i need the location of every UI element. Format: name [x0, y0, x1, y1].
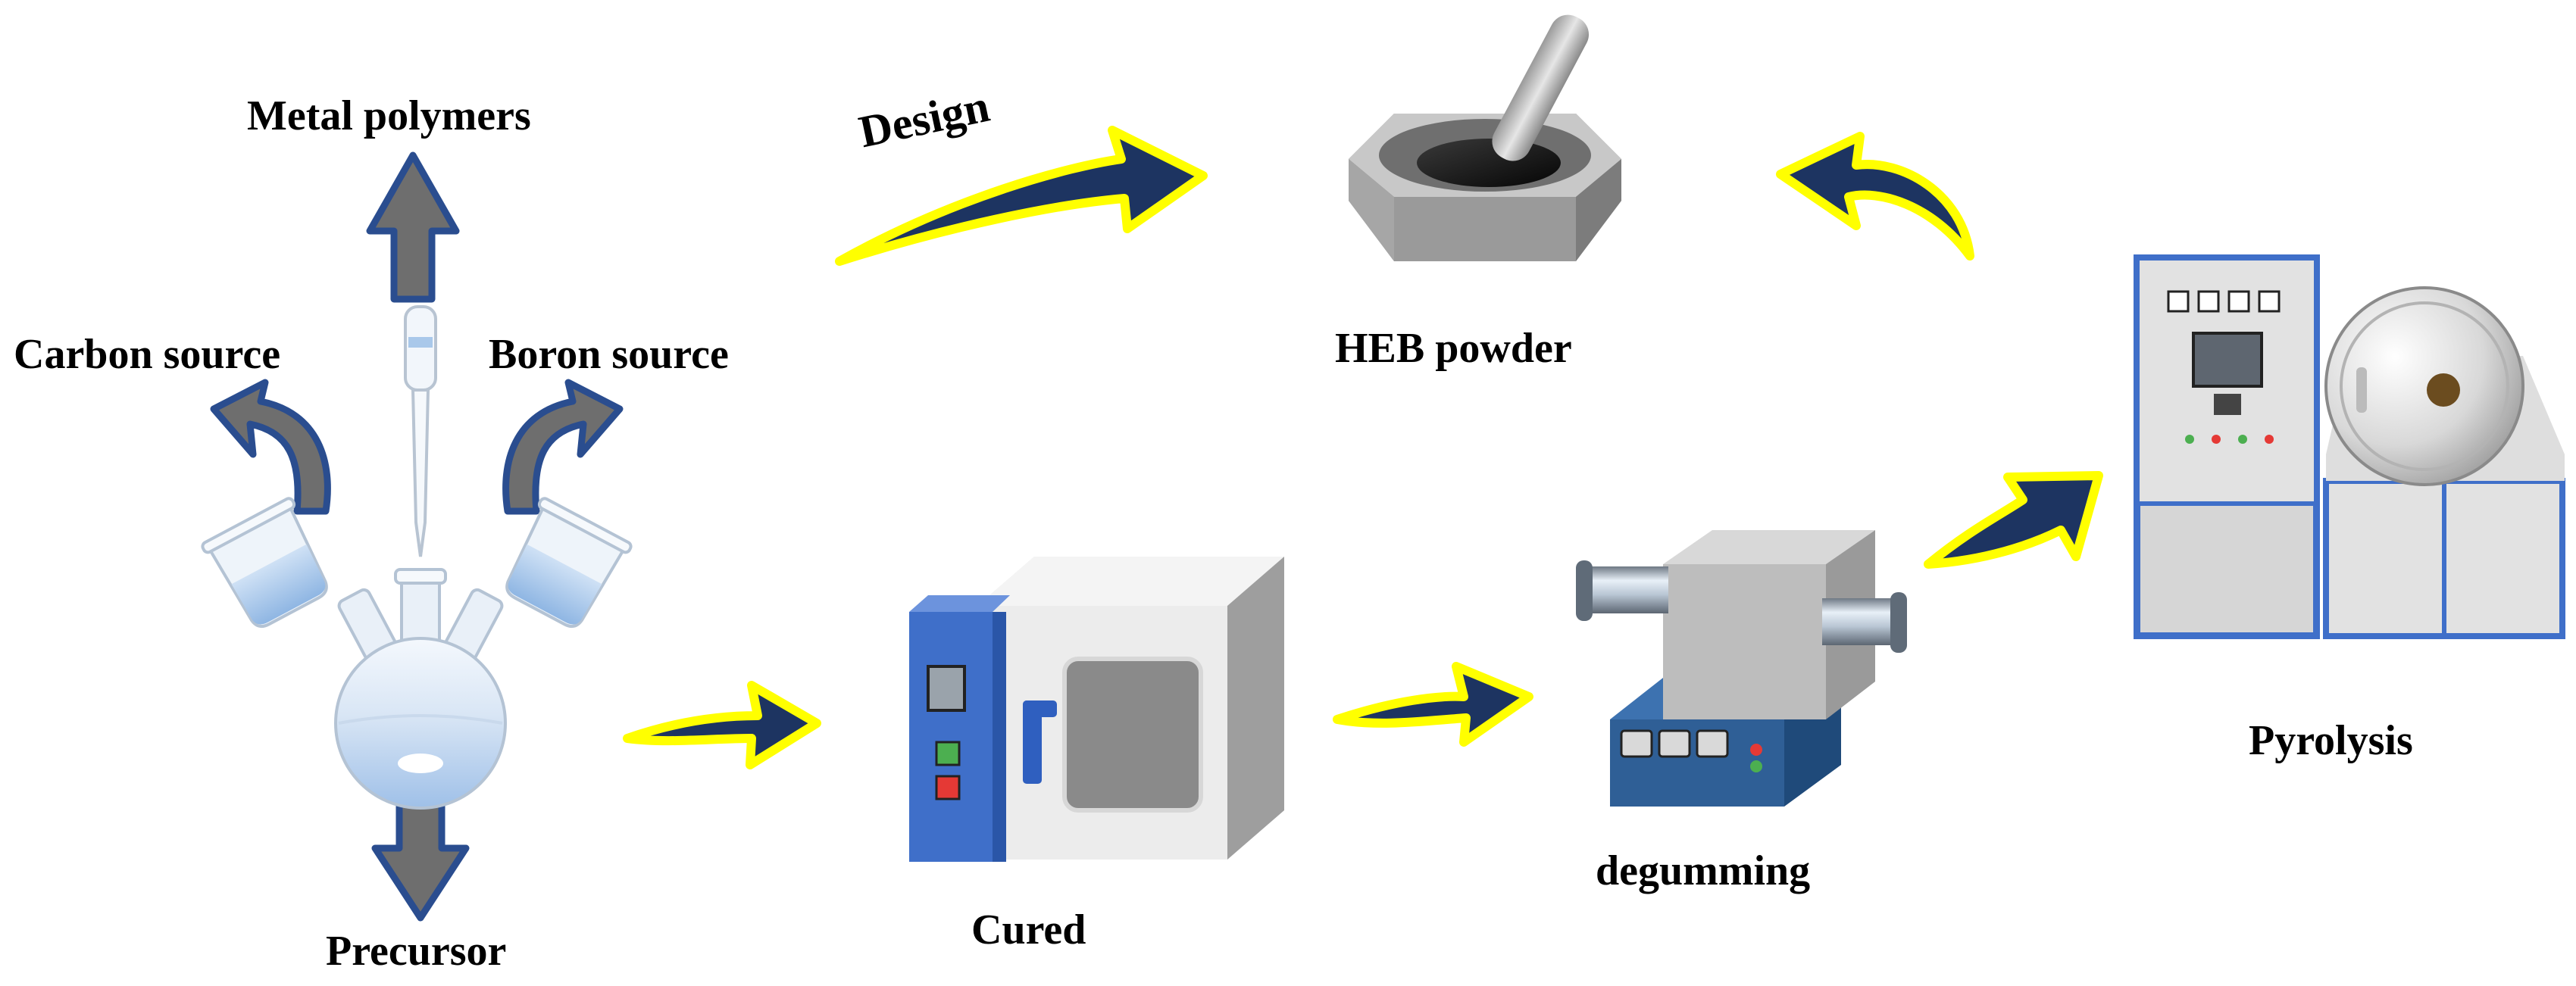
carbon-source-label: Carbon source — [14, 331, 281, 378]
right-beaker-icon — [505, 497, 633, 629]
design-arrow — [835, 126, 1208, 266]
to-cure-arrow — [623, 681, 821, 769]
precursor-arrow — [371, 788, 470, 922]
boron-source-label: Boron source — [489, 331, 729, 378]
metal-polymers-label: Metal polymers — [247, 92, 531, 139]
metal-polymers-arrow — [366, 151, 460, 303]
curing-oven-icon — [909, 557, 1284, 862]
degumming-label: degumming — [1596, 847, 1811, 894]
to-pyrolysis-arrow — [1924, 471, 2103, 569]
carbon-source-arrow — [210, 379, 331, 515]
three-neck-flask-icon — [334, 568, 507, 810]
dropper-icon — [404, 305, 437, 557]
to-degumming-arrow — [1333, 662, 1533, 747]
pyrolysis-furnace-icon — [2134, 254, 2565, 639]
to-heb-powder-arrow — [1776, 132, 1974, 261]
left-beaker-icon — [201, 497, 328, 629]
cured-label: Cured — [971, 906, 1086, 953]
mortar-pestle-icon — [1349, 14, 1621, 261]
heb-powder-label: HEB powder — [1335, 325, 1572, 372]
boron-source-arrow — [502, 379, 624, 515]
precursor-label: Precursor — [326, 928, 507, 975]
pyrolysis-label: Pyrolysis — [2249, 717, 2413, 764]
tube-furnace-icon — [1576, 530, 1907, 807]
